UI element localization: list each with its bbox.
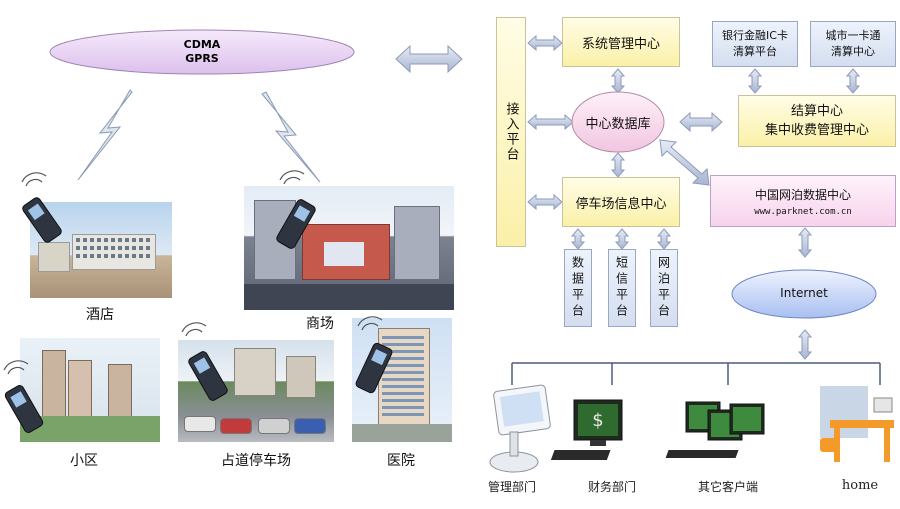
wifi-icon — [3, 170, 383, 375]
settlement-line2: 集中收费管理中心 — [764, 123, 869, 138]
client-computers: $ — [489, 384, 894, 473]
data-platform: 数据平台 — [564, 249, 592, 327]
settlement-line1: 结算中心 — [790, 104, 843, 119]
handheld-terminal-icon — [188, 351, 228, 401]
street-parking-label: 占道停车场 — [221, 453, 291, 469]
other-clients-label: 其它客户端 — [697, 480, 758, 494]
double-arrow-icon — [395, 44, 463, 74]
access-platform-label: 接入平台 — [503, 102, 519, 162]
bank-ic-clearing-platform: 银行金融IC卡 清算平台 — [712, 21, 798, 67]
parking-info-center: 停车场信息中心 — [562, 177, 680, 227]
system-management-center: 系统管理中心 — [562, 17, 680, 67]
hotel-label: 酒店 — [86, 307, 114, 323]
central-database-node — [571, 91, 665, 153]
settlement-center: 结算中心 集中收费管理中心 — [738, 95, 896, 147]
network-line2: GPRS — [185, 52, 219, 65]
sms-platform-label: 短信平台 — [614, 256, 629, 320]
wireless-signal-icon — [261, 91, 321, 183]
hospital-label: 医院 — [387, 453, 415, 469]
community-photo — [20, 338, 160, 442]
city-card-line2: 清算中心 — [831, 45, 875, 58]
parknet-platform: 网泊平台 — [650, 249, 678, 327]
home-label: home — [841, 478, 879, 493]
handheld-terminal-icon — [22, 197, 62, 243]
city-card-clearing-center: 城市一卡通 清算中心 — [810, 21, 896, 67]
handheld-terminal-icon — [4, 385, 44, 433]
internet-label: Internet — [780, 286, 828, 300]
handheld-terminal-icon — [276, 199, 316, 249]
sms-platform: 短信平台 — [608, 249, 636, 327]
client-network-lines — [511, 362, 881, 385]
china-parking-url: www.parknet.com.cn — [754, 206, 852, 217]
wireless-signal-icon — [77, 89, 133, 181]
finance-dept-label: 财务部门 — [587, 480, 636, 494]
network-line1: CDMA — [183, 38, 221, 51]
bank-ic-line2: 清算平台 — [733, 45, 777, 58]
other-client-computers-icon — [665, 401, 765, 458]
management-computer-icon — [489, 384, 551, 473]
network-label: CDMA GPRS — [150, 38, 254, 66]
access-platform: 接入平台 — [496, 17, 526, 247]
central-database-label: 中心数据库 — [585, 117, 651, 132]
data-platform-label: 数据平台 — [570, 256, 585, 320]
finance-computer-icon: $ — [550, 399, 623, 460]
hotel-photo — [30, 202, 172, 298]
mall-label: 商场 — [306, 316, 334, 332]
network-ellipse — [49, 29, 355, 75]
internet-node — [731, 269, 877, 319]
svg-text:$: $ — [592, 410, 603, 431]
home-desk-icon — [820, 386, 894, 462]
city-card-line1: 城市一卡通 — [825, 29, 881, 42]
bank-ic-line1: 银行金融IC卡 — [722, 29, 788, 42]
china-parking-title: 中国网泊数据中心 — [754, 187, 851, 202]
parknet-platform-label: 网泊平台 — [656, 256, 671, 320]
community-label: 小区 — [70, 453, 98, 469]
management-dept-label: 管理部门 — [487, 480, 536, 494]
double-arrow-icon — [659, 139, 710, 186]
handheld-layer — [3, 170, 393, 433]
parking-info-label: 停车场信息中心 — [575, 196, 667, 212]
system-management-label: 系统管理中心 — [581, 36, 660, 52]
handheld-terminal-icon — [355, 342, 393, 394]
china-parking-data-center: 中国网泊数据中心 www.parknet.com.cn — [710, 175, 896, 227]
